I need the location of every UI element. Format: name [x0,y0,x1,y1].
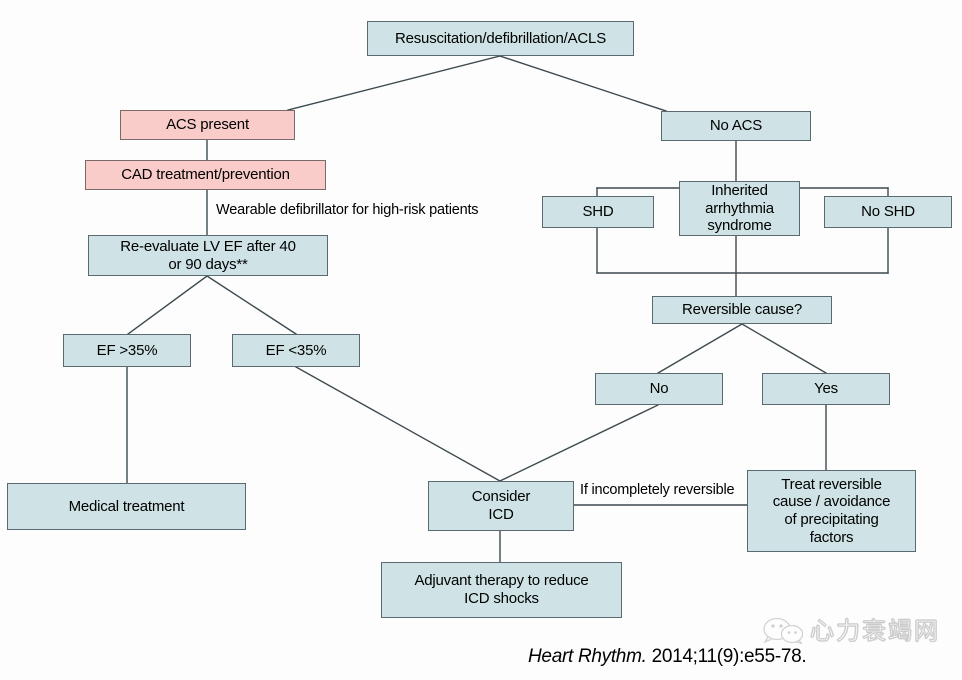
node-treat-reversible-cause[interactable]: Treat reversible cause / avoidance of pr… [747,470,916,552]
node-ef-below-35-label: EF <35% [265,341,327,359]
wechat-logo-icon [763,617,804,644]
edge-reevaluate-to-ef-high [127,275,208,335]
node-cad-treatment-label: CAD treatment/prevention [121,166,290,184]
node-inherited-arrhythmia-syndrome[interactable]: Inherited arrhythmia syndrome [679,181,800,236]
node-shd-label: SHD [582,203,614,221]
node-medical-treatment-label: Medical treatment [68,497,185,515]
citation: Heart Rhythm. 2014;11(9):e55-78. [528,646,807,668]
node-root-label: Resuscitation/defibrillation/ACLS [394,29,606,47]
node-yes-label: Yes [814,380,838,398]
edge-root-to-acs [287,55,501,111]
edge-label-wearable-text: Wearable defibrillator for high-risk pat… [216,202,479,218]
edge-reversible-to-yes [741,323,827,374]
node-consider-icd[interactable]: Consider ICD [428,481,574,531]
node-inherited-line3: syndrome [707,217,772,235]
node-acs-present-label: ACS present [166,116,249,134]
node-cad-treatment[interactable]: CAD treatment/prevention [85,160,326,190]
node-yes[interactable]: Yes [762,373,890,405]
node-ef-below-35[interactable]: EF <35% [232,334,360,367]
node-no[interactable]: No [595,373,723,405]
watermark-text: 心力衰竭网 [810,617,940,646]
node-treat-reversible-line1: Treat reversible [781,475,882,493]
node-no-shd-label: No SHD [861,203,915,221]
node-medical-treatment[interactable]: Medical treatment [7,483,246,530]
node-reversible-cause-label: Reversible cause? [682,301,802,319]
node-reevaluate-lvef[interactable]: Re-evaluate LV EF after 40 or 90 days** [88,235,328,276]
edge-reversible-to-no [657,323,743,374]
citation-journal: Heart Rhythm. [528,646,647,667]
node-treat-reversible-line2: cause / avoidance [772,493,891,511]
edge-label-incompletely-reversible: If incompletely reversible [580,482,735,498]
node-treat-reversible-line4: factors [809,528,854,546]
node-inherited-line2: arrhythmia [705,199,774,217]
citation-reference: 2014;11(9):e55-78. [646,646,807,667]
node-no-label: No [649,380,669,398]
node-reversible-cause[interactable]: Reversible cause? [652,296,832,324]
node-shd[interactable]: SHD [542,196,654,228]
edge-reevaluate-to-ef-low [206,275,297,335]
node-ef-above-35-label: EF >35% [96,341,158,359]
node-ef-above-35[interactable]: EF >35% [63,334,191,367]
node-reevaluate-line1: Re-evaluate LV EF after 40 [120,237,296,255]
node-adjuvant-line1: Adjuvant therapy to reduce [414,572,589,590]
node-reevaluate-line2: or 90 days** [168,255,248,273]
node-inherited-line1: Inherited [711,181,768,199]
node-no-shd[interactable]: No SHD [824,196,952,228]
edge-label-wearable-defibrillator: Wearable defibrillator for high-risk pat… [216,202,479,218]
node-consider-icd-line2: ICD [488,506,514,523]
node-adjuvant-line2: ICD shocks [464,590,539,607]
node-consider-icd-line1: Consider [471,488,531,506]
node-adjuvant-therapy[interactable]: Adjuvant therapy to reduce ICD shocks [381,562,622,618]
edge-root-to-no-acs [499,55,667,112]
node-treat-reversible-line3: of precipitating [784,511,879,528]
edge-no-to-consider-icd [499,404,659,482]
node-root[interactable]: Resuscitation/defibrillation/ACLS [367,21,634,56]
edge-ef-low-to-consider-icd [295,366,501,482]
node-acs-present[interactable]: ACS present [120,110,295,140]
node-no-acs[interactable]: No ACS [661,111,811,141]
edge-label-incompletely-reversible-text: If incompletely reversible [580,482,735,498]
node-no-acs-label: No ACS [709,117,763,135]
watermark: 心力衰竭网 [762,611,940,646]
